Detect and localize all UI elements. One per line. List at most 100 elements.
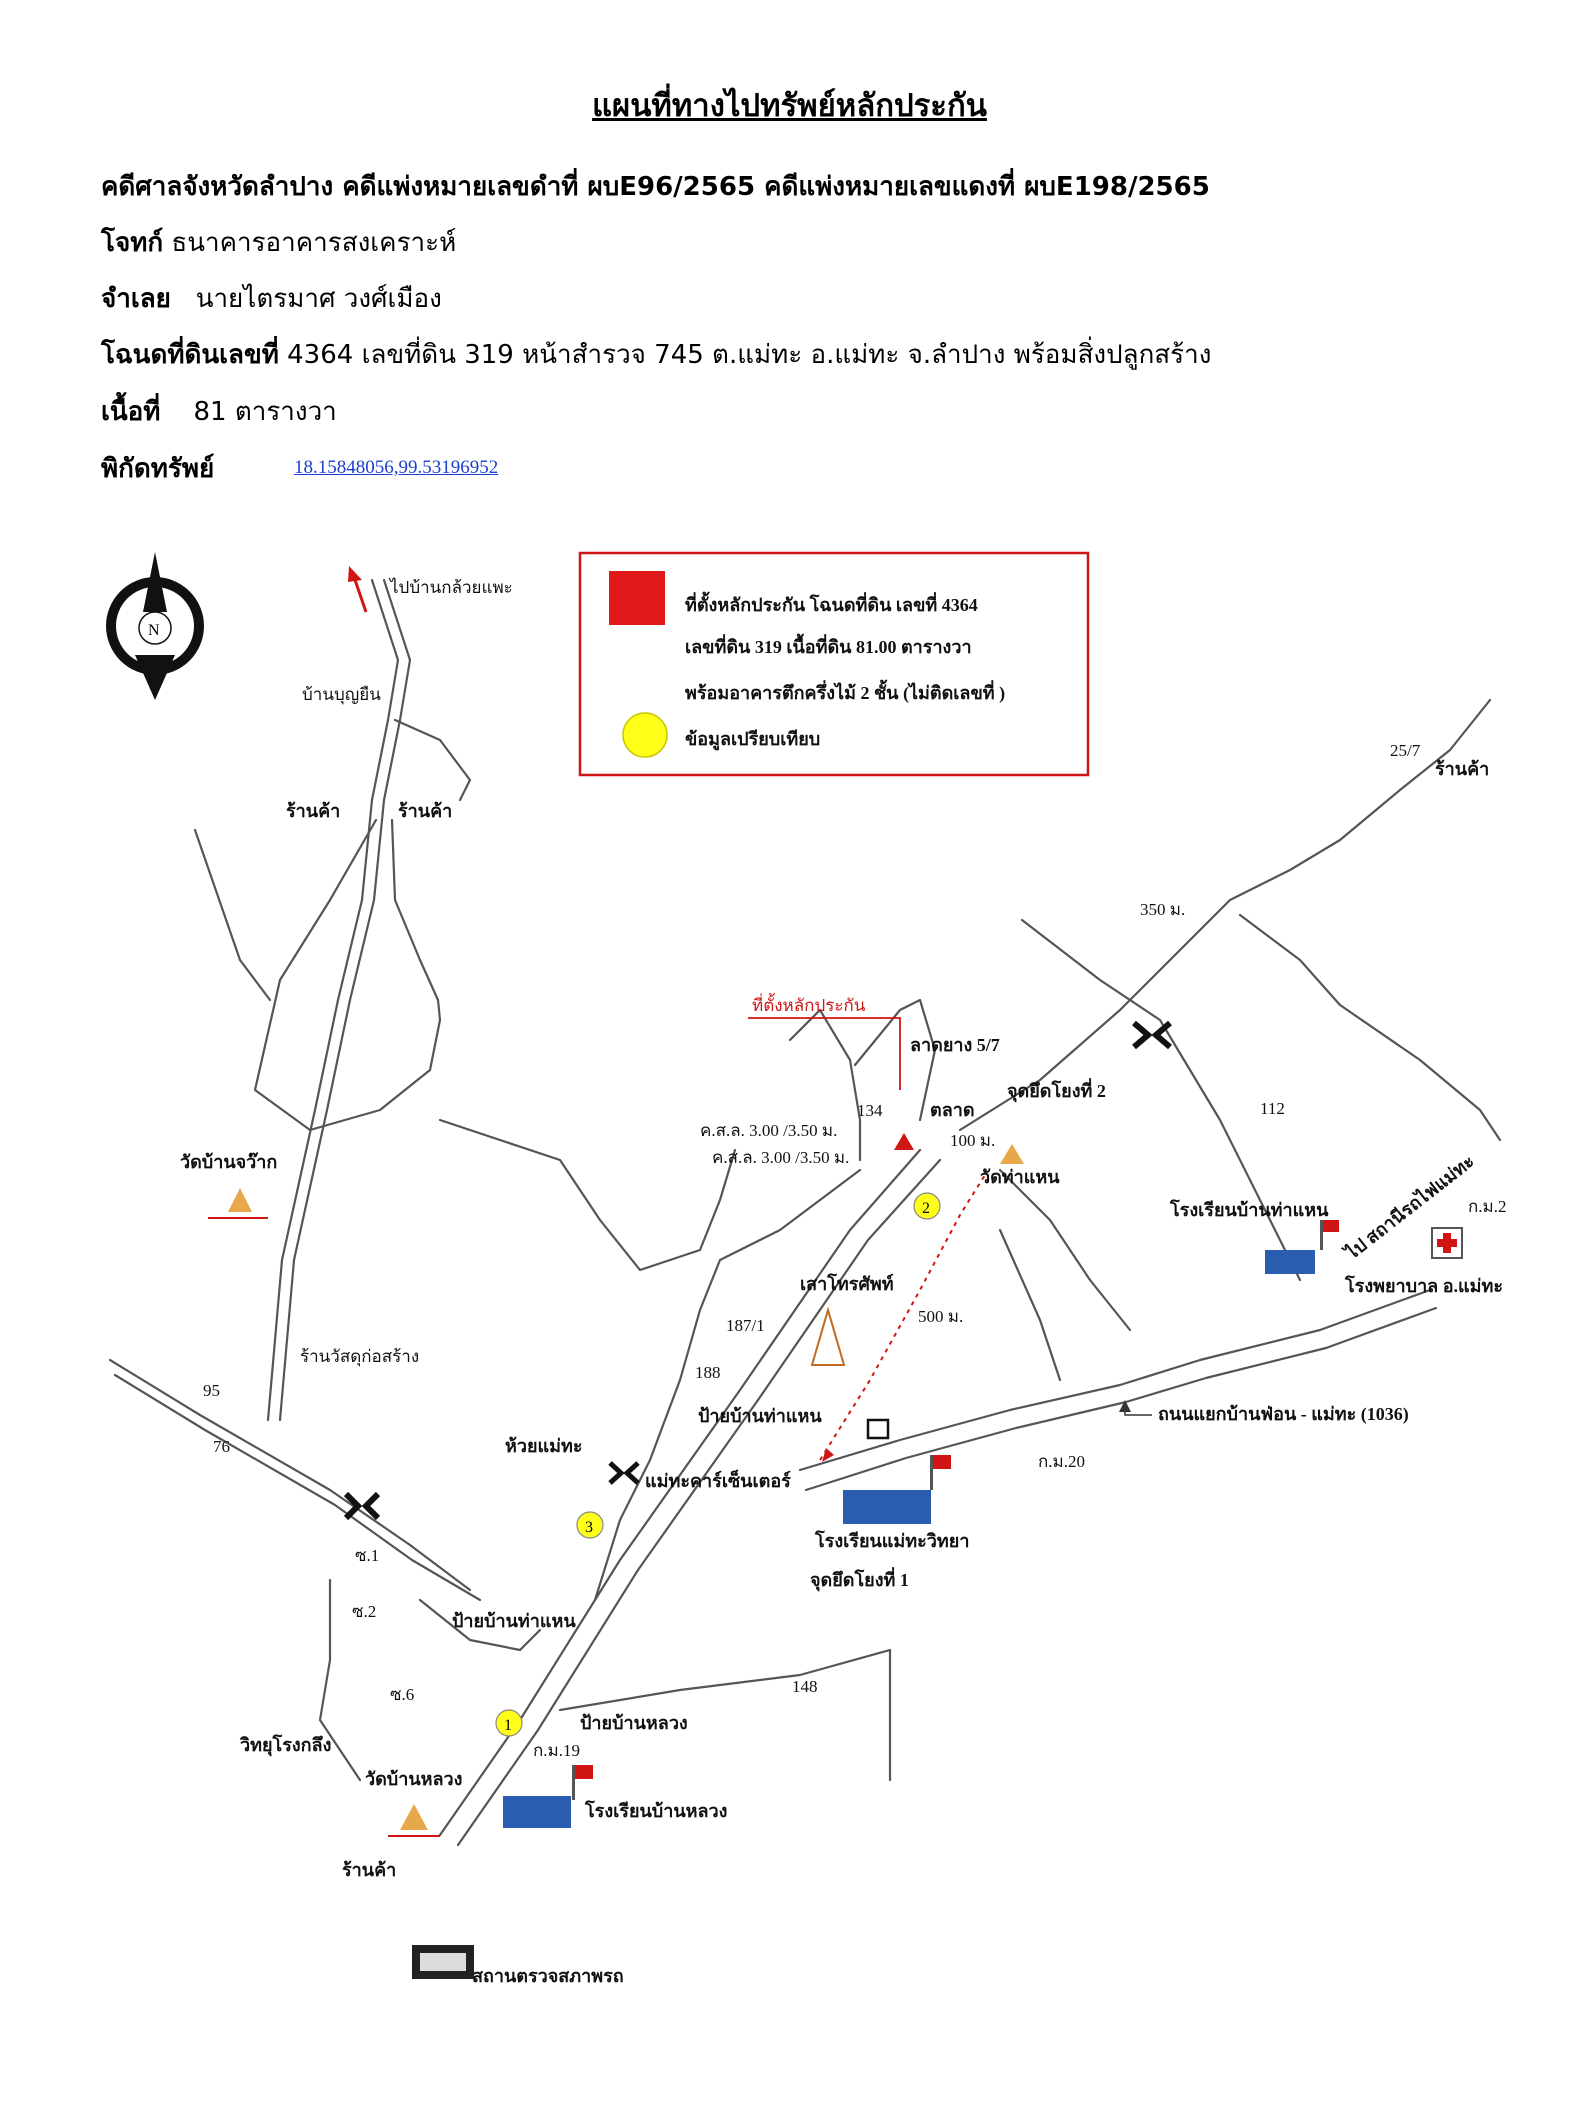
label-km-19: ก.ม.19 xyxy=(533,1741,580,1760)
legend-comparison-swatch xyxy=(622,712,668,758)
road-village-south-2 xyxy=(998,1228,1062,1382)
label-check-point-2: จุดยึดโยงที่ 2 xyxy=(1007,1078,1106,1103)
label-property-pin: ที่ตั้งหลักประกัน xyxy=(752,993,866,1015)
label-shop-a: ร้านค้า xyxy=(286,801,340,821)
road-1036-pointer xyxy=(1119,1400,1152,1416)
label-no-134: 134 xyxy=(857,1101,883,1120)
label-km-20: ก.ม.20 xyxy=(1038,1452,1085,1471)
inspection-station-icon xyxy=(412,1945,474,1979)
label-ksl-1: ค.ส.ล. 3.00 /3.50 ม. xyxy=(700,1121,837,1140)
highway-west xyxy=(108,1358,472,1592)
label-paved-5-7: ลาดยาง 5/7 xyxy=(910,1035,1000,1055)
label-sign-tha-haen-1: ป้ายบ้านท่าแหน xyxy=(698,1406,822,1426)
label-ko-2: ซ.2 xyxy=(352,1602,376,1621)
label-material-shop: ร้านวัสดุก่อสร้าง xyxy=(300,1347,419,1367)
school-buildings xyxy=(503,1220,1339,1828)
label-huai-mae-tha: ห้วยแม่ทะ xyxy=(505,1436,583,1456)
label-no-76: 76 xyxy=(213,1437,230,1456)
label-dist-500: 500 ม. xyxy=(918,1307,963,1326)
label-school-ban-luang: โรงเรียนบ้านหลวง xyxy=(584,1800,727,1821)
label-shop-b: ร้านค้า xyxy=(398,801,452,821)
label-mae-tha-center: แม่ทะคาร์เซ็นเตอร์ xyxy=(645,1469,791,1491)
road-bottom-148 xyxy=(558,1648,892,1712)
comparison-marker-1 xyxy=(495,1709,523,1737)
junction-mae-tha-icon xyxy=(608,1461,640,1485)
road-main-diagonal xyxy=(438,1148,922,1837)
property-triangle-icon xyxy=(894,1133,914,1150)
map-title: แผนที่ทางไปทรัพย์หลักประกัน xyxy=(592,88,987,124)
label-no-188: 188 xyxy=(695,1363,721,1382)
label-ko-1: ซ.1 xyxy=(355,1546,379,1565)
road-small-sw xyxy=(318,1578,362,1782)
road-village-west xyxy=(788,1008,862,1162)
area-line: เนื้อที่ 81 ตารางวา xyxy=(101,397,337,427)
compass-rose: N xyxy=(106,552,204,700)
comparison-marker-2 xyxy=(913,1192,941,1220)
direction-arrow-north xyxy=(348,566,368,613)
temple-wat-ban-luang-icon xyxy=(400,1804,428,1830)
road-1036-east xyxy=(798,1288,1432,1472)
case-line: คดีศาลจังหวัดลำปาง คดีแพ่งหมายเลขดำที่ ผ… xyxy=(101,172,1210,202)
label-to-kluai-phae: ไปบ้านกล้วยแพะ xyxy=(388,577,513,597)
legend-box: ที่ตั้งหลักประกัน โฉนดที่ดิน เลขที่ 4364… xyxy=(578,551,1090,777)
road-village-loop xyxy=(853,998,937,1122)
compass-north-arrow xyxy=(143,552,167,612)
comparison-number-2: 2 xyxy=(922,1200,930,1217)
label-no-112: 112 xyxy=(1260,1099,1285,1118)
plaintiff-line: โจทก์ ธนาคารอาคารสงเคราะห์ xyxy=(101,228,457,258)
road-to-station xyxy=(1238,913,1502,1142)
label-ksl-2: ค.ส.ล. 3.00 /3.50 ม. xyxy=(712,1148,849,1167)
comparison-number-3: 3 xyxy=(585,1519,593,1536)
legend-line-1: ที่ตั้งหลักประกัน โฉนดที่ดิน เลขที่ 4364 xyxy=(685,591,978,615)
telecom-tower-icon xyxy=(810,1306,846,1366)
comparison-markers: 2 3 1 xyxy=(495,1192,941,1737)
label-check-point-1: จุดยึดโยงที่ 1 xyxy=(810,1567,909,1592)
deed-line: โฉนดที่ดินเลขที่ 4364 เลขที่ดิน 319 หน้า… xyxy=(101,340,1212,370)
road-village-south xyxy=(998,1168,1132,1332)
legend-line-2: เลขที่ดิน 319 เนื้อที่ดิน 81.00 ตารางวา xyxy=(685,633,972,657)
junction-west-icon xyxy=(343,1491,381,1521)
road-1036-east-edge xyxy=(804,1306,1438,1492)
label-hospital: โรงพยาบาล อ.แม่ทะ xyxy=(1344,1275,1503,1296)
defendant-line: จำเลย นายไตรมาศ วงศ์เมือง xyxy=(101,284,442,314)
label-no-95: 95 xyxy=(203,1381,220,1400)
legend-line-3: พร้อมอาคารตึกครึ่งไม้ 2 ชั้น (ไม่ติดเลขท… xyxy=(685,679,1005,704)
coordinates-link[interactable]: 18.15848056,99.53196952 xyxy=(294,457,499,478)
coord-line: พิกัดทรัพย์ xyxy=(101,454,215,484)
school-ban-luang-icon xyxy=(503,1796,571,1828)
school-tha-haen-icon xyxy=(1265,1250,1315,1274)
compass-north-letter: N xyxy=(148,622,160,639)
label-market: ตลาด xyxy=(930,1100,975,1120)
road-187-area xyxy=(593,1168,862,1602)
label-school-mae-tha: โรงเรียนแม่ทะวิทยา xyxy=(814,1530,969,1551)
label-dist-350: 350 ม. xyxy=(1140,900,1185,919)
school-mae-tha-icon xyxy=(843,1490,931,1524)
legend-line-4: ข้อมูลเปรียบเทียบ xyxy=(685,729,820,751)
road-small-nw xyxy=(393,718,472,802)
junction-northeast-icon xyxy=(1132,1020,1172,1050)
highway-west-edge xyxy=(113,1373,482,1602)
label-radio-shop: วิทยุโรงกลึง xyxy=(239,1734,331,1757)
label-shop-d: ร้านค้า xyxy=(342,1860,396,1880)
label-sign-tha-haen-2: ป้ายบ้านท่าแหน xyxy=(452,1611,576,1631)
comparison-marker-3 xyxy=(576,1511,604,1539)
road-left-loop xyxy=(253,818,442,1132)
label-wat-tha-haen: วัดท่าแหน xyxy=(980,1167,1060,1187)
legend-property-swatch xyxy=(609,571,665,625)
label-sign-ban-luang: ป้ายบ้านหลวง xyxy=(580,1713,688,1733)
label-dist-100: 100 ม. xyxy=(950,1131,995,1150)
label-wat-nong-wak: วัดบ้านจว๊าก xyxy=(180,1152,277,1172)
label-wat-ban-luang: วัดบ้านหลวง xyxy=(365,1769,462,1789)
map-labels: ไปบ้านกล้วยแพะ บ้านบุญยืน ร้านค้า ร้านค้… xyxy=(180,577,1507,1986)
label-ban-bunyuen: บ้านบุญยืน xyxy=(302,685,381,705)
road-main-diagonal-edge xyxy=(456,1158,942,1847)
label-police-station: สถานตรวจสภาพรถ xyxy=(472,1966,624,1986)
road-left-spur xyxy=(193,828,272,1002)
label-road-1036: ถนนแยกบ้านฟ่อน - แม่ทะ (1036) xyxy=(1158,1404,1409,1425)
label-no-25-7: 25/7 xyxy=(1390,741,1421,760)
label-telecom-tower: เสาโทรศัพท์ xyxy=(800,1273,894,1294)
road-network xyxy=(108,578,1502,1847)
road-north-south-east xyxy=(1020,918,1302,1282)
temple-icons xyxy=(208,1144,1024,1837)
